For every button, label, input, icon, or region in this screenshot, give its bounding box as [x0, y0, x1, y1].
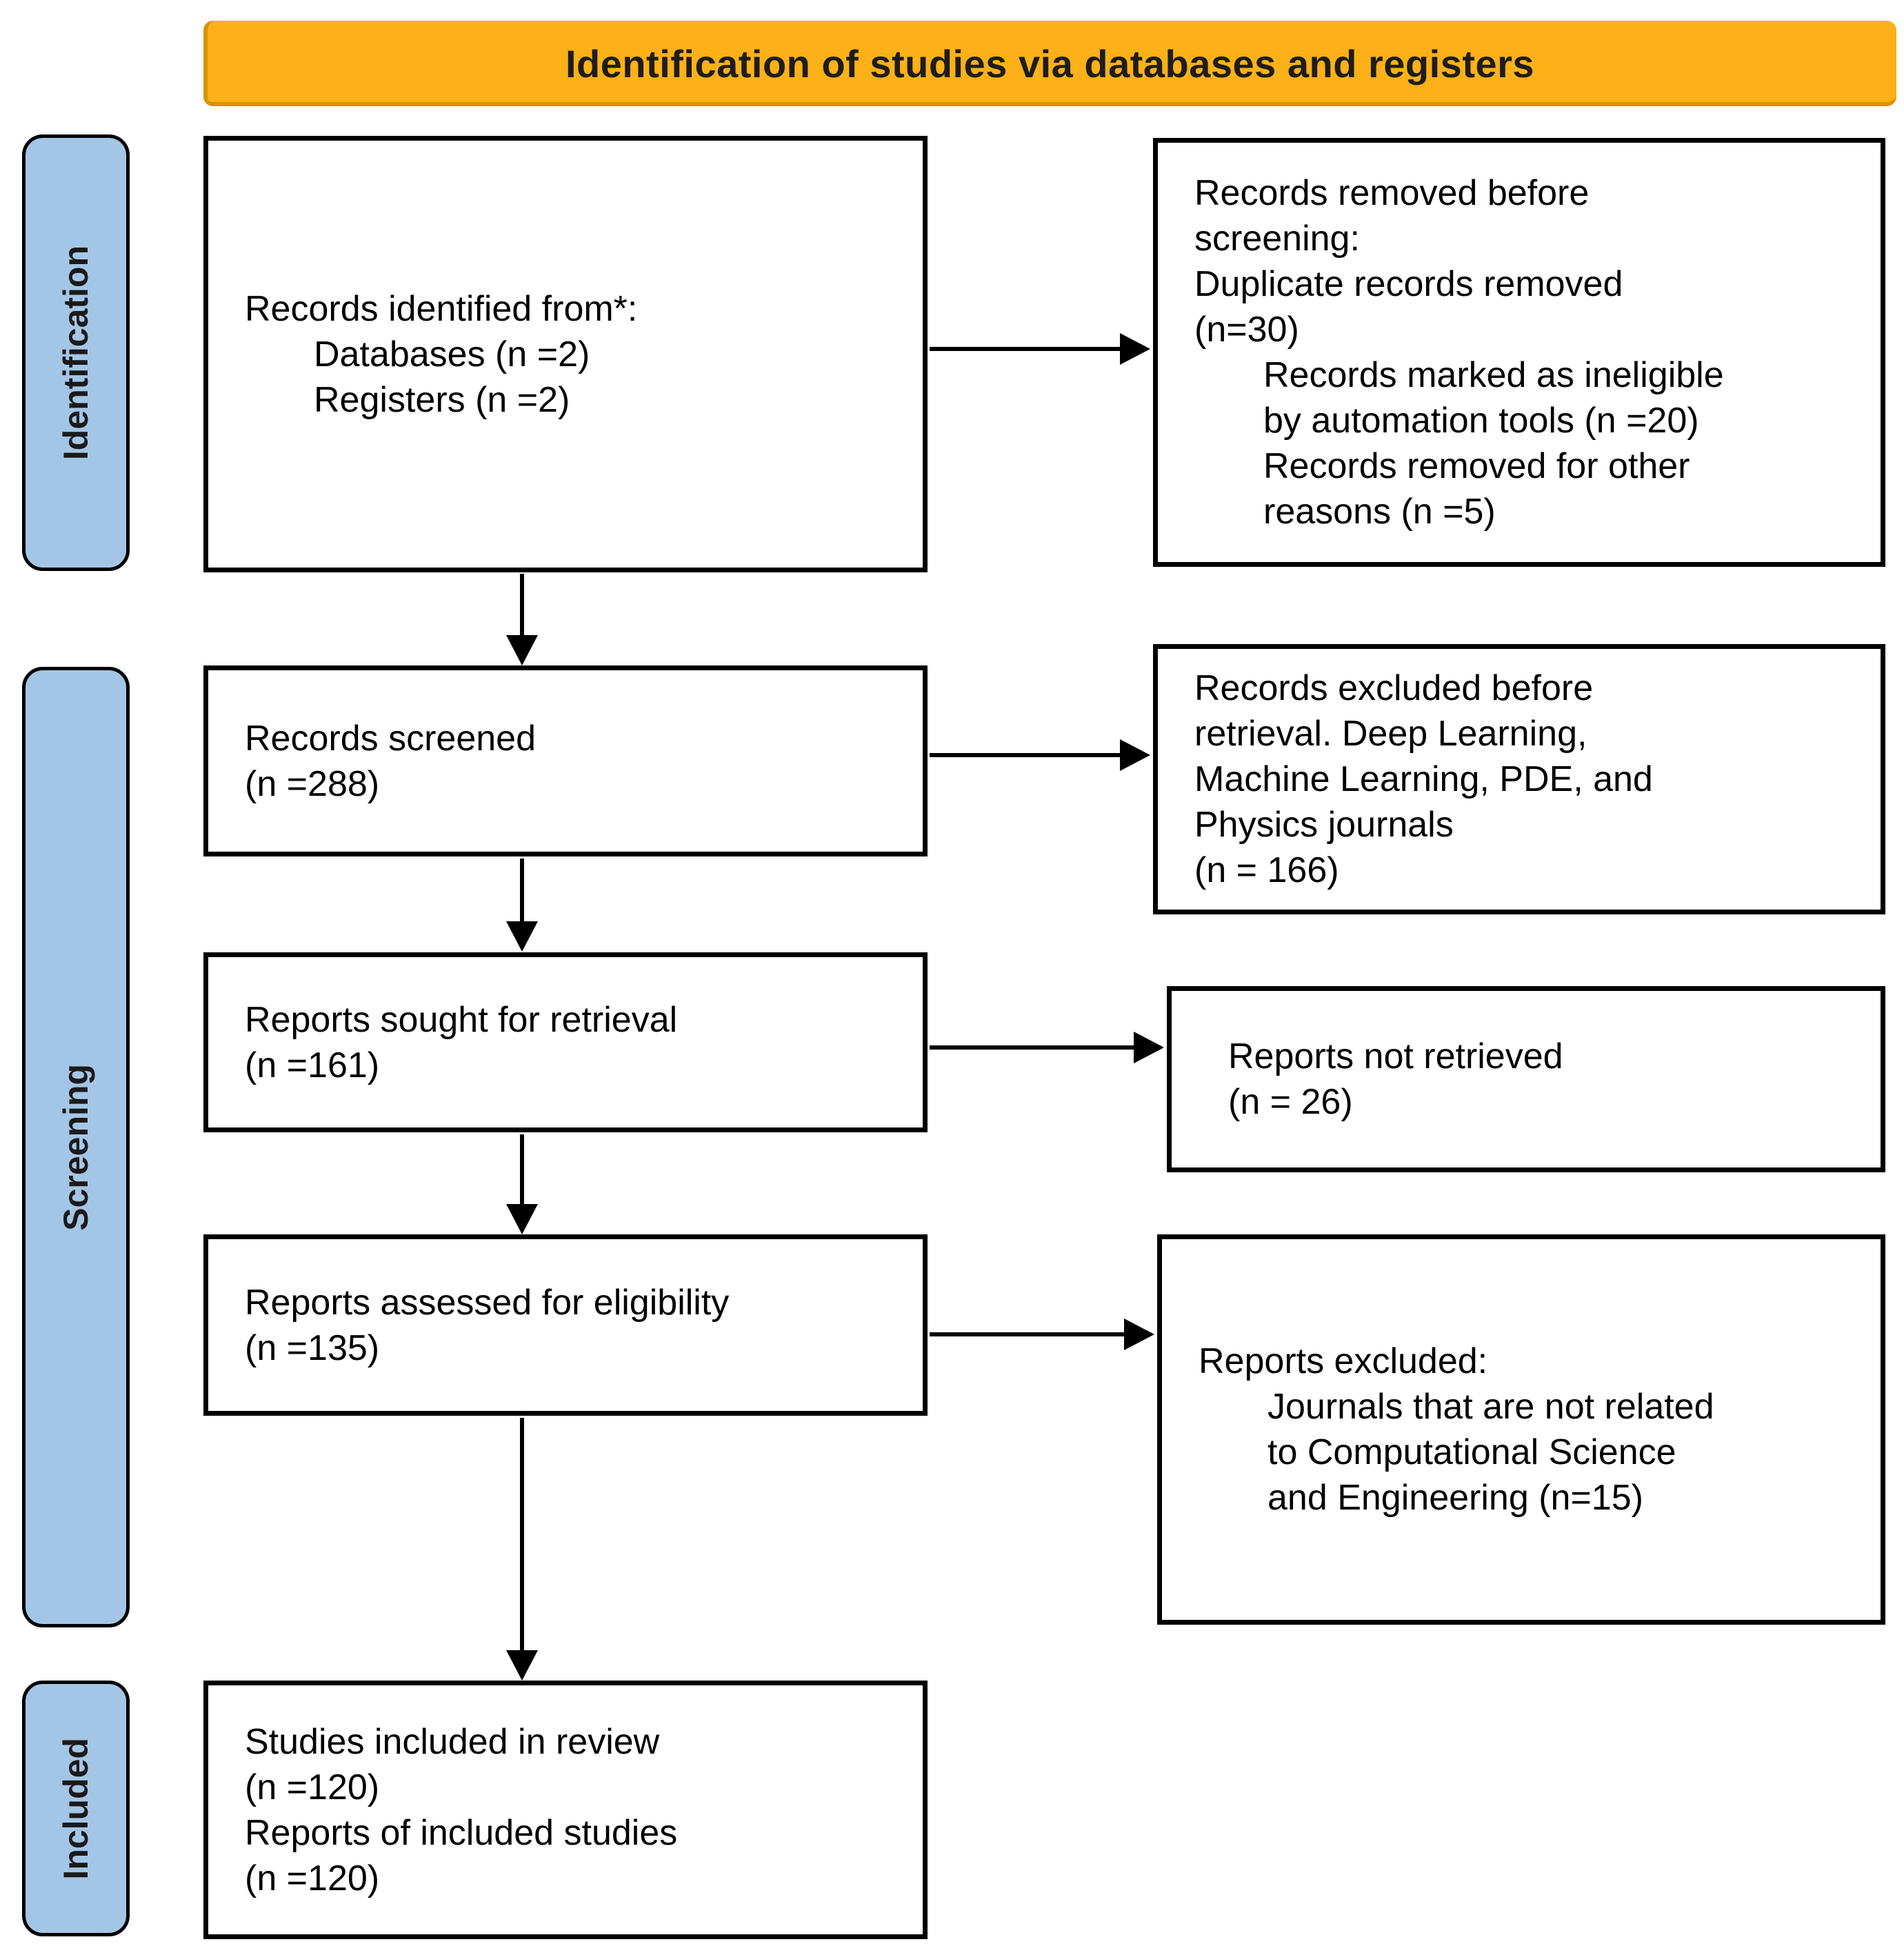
box-reports-excluded: Reports excluded: Journals that are not r… [1157, 1234, 1885, 1625]
box-lines: Reports excluded: Journals that are not r… [1162, 1339, 1881, 1521]
arrow-shaft [930, 1332, 1128, 1336]
box-studies-included: Studies included in review (n =120) Report… [203, 1681, 928, 1939]
stage-screening-label: Screening [57, 1063, 95, 1231]
box-lines: Reports sought for retrieval (n =161) [208, 997, 923, 1088]
box-line: Records identified from*: [245, 288, 638, 329]
box-line: Physics journals [1194, 805, 1454, 845]
box-line: Records marked as ineligible [1263, 355, 1724, 395]
arrow-shaft [520, 859, 524, 925]
box-line: by automation tools (n =20) [1263, 401, 1699, 441]
box-line: Reports not retrieved [1228, 1036, 1563, 1076]
arrow-down-icon [506, 1650, 538, 1681]
box-line: Journals that are not related [1267, 1387, 1714, 1427]
arrow-identified-to-screened [505, 574, 539, 665]
box-lines: Records excluded before retrieval. Deep L… [1158, 665, 1881, 893]
box-records-excluded-before-retrieval: Records excluded before retrieval. Deep L… [1153, 644, 1885, 914]
stage-included: Included [22, 1681, 130, 1936]
arrow-assessed-to-included [505, 1418, 539, 1681]
box-line: to Computational Science [1267, 1432, 1676, 1472]
arrow-right-icon [1120, 739, 1150, 771]
arrow-shaft [520, 574, 524, 639]
arrow-shaft [930, 1045, 1138, 1050]
arrow-down-icon [506, 635, 538, 665]
box-line: (n =120) [245, 1858, 380, 1898]
arrow-sought-to-assessed [505, 1134, 539, 1234]
box-line: Registers (n =2) [314, 379, 570, 420]
box-records-screened: Records screened(n =288) [203, 665, 928, 856]
box-lines: Reports assessed for eligibility(n =135) [208, 1280, 923, 1371]
arrow-shaft [520, 1134, 524, 1208]
box-lines: Records screened(n =288) [208, 716, 923, 807]
box-line: Reports excluded: [1199, 1341, 1488, 1381]
arrow-shaft [930, 753, 1124, 757]
arrow-shaft [520, 1418, 524, 1654]
box-lines: Reports not retrieved (n = 26) [1172, 1034, 1881, 1125]
box-line: Databases (n =2) [314, 334, 590, 374]
arrow-identified-to-removed [930, 332, 1150, 366]
arrow-screened-to-excluded [930, 738, 1150, 772]
box-reports-assessed: Reports assessed for eligibility(n =135) [203, 1234, 928, 1416]
arrow-right-icon [1124, 1319, 1154, 1350]
arrow-screened-to-sought [505, 859, 539, 952]
arrow-right-icon [1134, 1032, 1164, 1063]
box-line: Duplicate records removed [1194, 264, 1623, 304]
box-line: and Engineering (n=15) [1267, 1478, 1643, 1518]
arrow-right-icon [1120, 333, 1150, 365]
box-line: Reports assessed for eligibility [245, 1282, 730, 1323]
box-line: Reports of included studies [245, 1812, 678, 1853]
box-line: (n = 26) [1228, 1082, 1353, 1122]
box-line: Studies included in review [245, 1721, 660, 1762]
box-line: Records removed for other [1263, 446, 1690, 486]
box-line: reasons (n =5) [1263, 492, 1496, 532]
box-lines: Records removed before screening: Duplicat… [1158, 170, 1881, 534]
box-line: retrieval. Deep Learning, [1194, 714, 1587, 754]
box-records-identified: Records identified from*: Databases (n =2… [203, 136, 928, 572]
box-line: Records removed before [1194, 173, 1590, 213]
stage-identification: Identification [22, 134, 130, 571]
arrow-down-icon [506, 921, 538, 952]
box-line: (n =288) [245, 763, 380, 804]
box-line: (n =120) [245, 1767, 380, 1807]
box-line: Machine Learning, PDE, and [1194, 759, 1653, 799]
box-lines: Studies included in review (n =120) Report… [208, 1719, 923, 1901]
box-line: Reports sought for retrieval [245, 999, 678, 1040]
box-reports-not-retrieved: Reports not retrieved (n = 26) [1167, 986, 1885, 1172]
box-line: Records excluded before [1194, 668, 1594, 708]
box-line: Records screened [245, 718, 536, 759]
box-records-removed-before-screening: Records removed before screening: Duplicat… [1153, 138, 1885, 567]
arrow-shaft [930, 347, 1124, 351]
box-line: (n =161) [245, 1045, 380, 1085]
banner-label: Identification of studies via databases … [565, 41, 1535, 86]
stage-identification-label: Identification [57, 245, 95, 461]
banner: Identification of studies via databases … [203, 21, 1896, 106]
arrow-down-icon [506, 1204, 538, 1234]
arrow-assessed-to-reports-excluded [930, 1317, 1154, 1352]
box-lines: Records identified from*: Databases (n =2… [208, 286, 923, 423]
box-line: screening: [1194, 219, 1360, 259]
stage-included-label: Included [57, 1737, 95, 1880]
box-line: (n=30) [1194, 310, 1299, 350]
box-line: (n =135) [245, 1327, 380, 1368]
box-line: (n = 166) [1194, 850, 1339, 890]
arrow-sought-to-not-retrieved [930, 1030, 1164, 1065]
box-reports-sought: Reports sought for retrieval (n =161) [203, 952, 928, 1132]
stage-screening: Screening [22, 667, 130, 1627]
